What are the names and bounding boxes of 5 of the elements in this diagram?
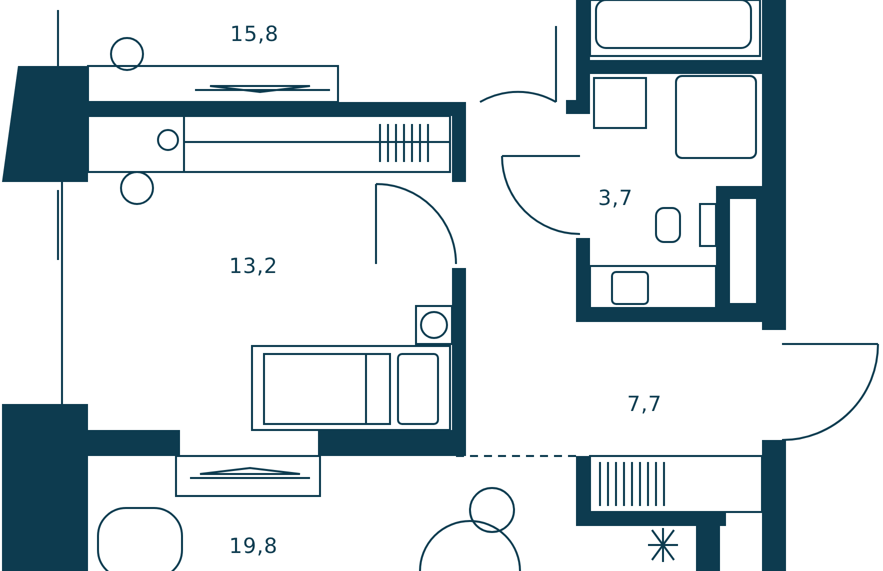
area-label: 13,2 bbox=[229, 254, 278, 278]
area-label: 19,8 bbox=[229, 534, 278, 558]
area-label: 15,8 bbox=[230, 22, 279, 46]
area-label: 3,7 bbox=[598, 186, 633, 210]
area-label: 7,7 bbox=[627, 392, 662, 416]
